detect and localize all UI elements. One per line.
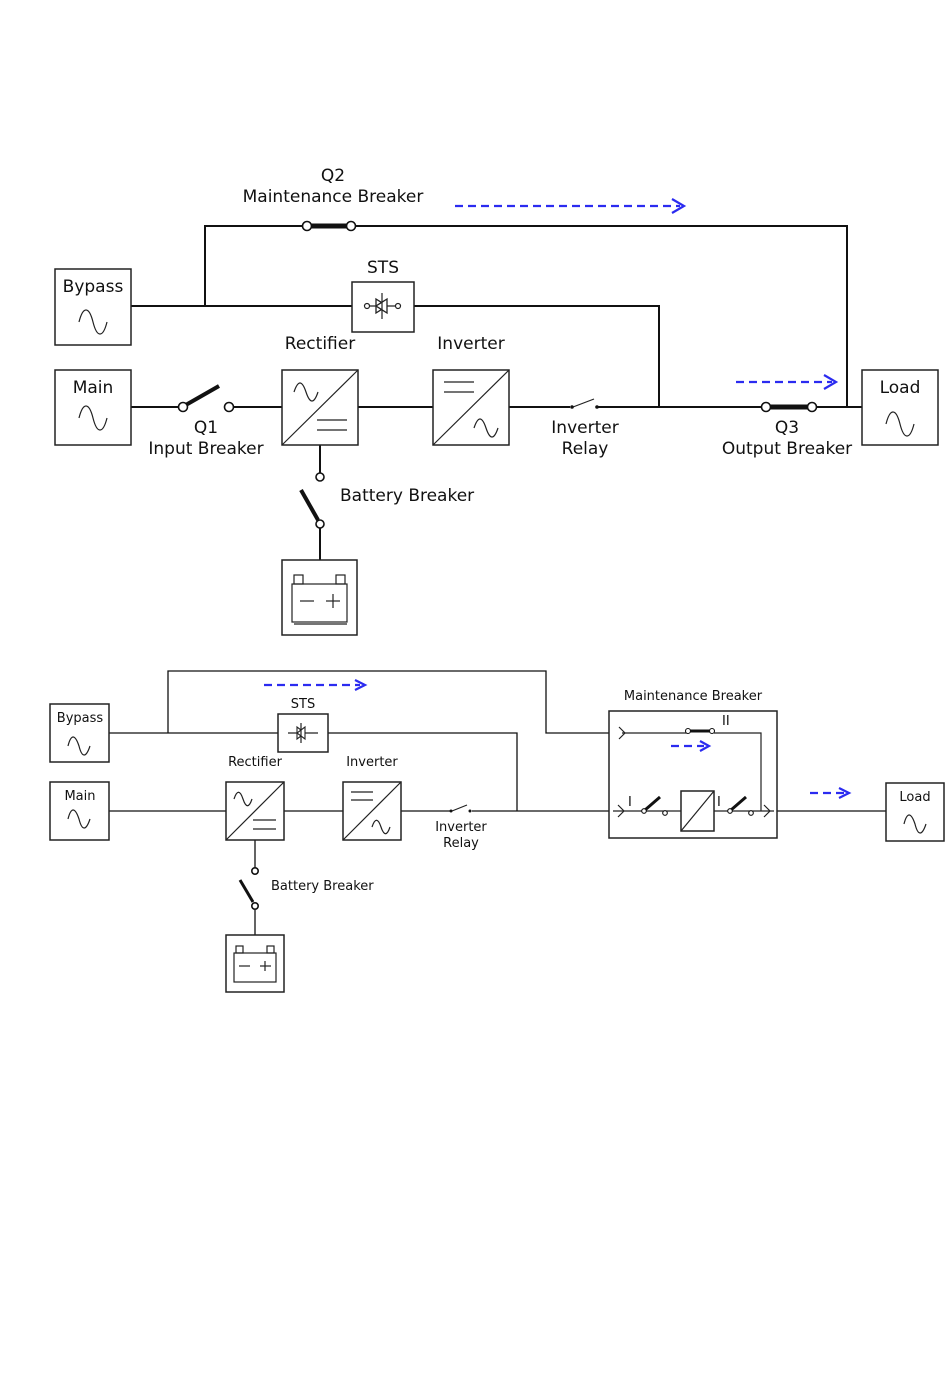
maintenance-breaker-cabinet xyxy=(609,711,777,838)
bypass-label: Bypass xyxy=(63,277,124,297)
flow-arrow-icon xyxy=(455,199,684,213)
sts-switch xyxy=(278,714,328,752)
maintenance-breaker-label: Maintenance Breaker xyxy=(624,689,763,704)
output-breaker-label: Output Breaker xyxy=(722,439,852,459)
battery-breaker xyxy=(240,868,258,909)
maintenance-breaker-label: Maintenance Breaker xyxy=(243,187,424,207)
flow-arrow-icon xyxy=(736,375,836,389)
q3-label: Q3 xyxy=(775,418,799,438)
battery-breaker-label: Battery Breaker xyxy=(340,486,474,506)
diagram-2: Bypass STS Main Rectifier xyxy=(50,671,944,992)
q2-label: Q2 xyxy=(321,166,345,186)
q2-maintenance-breaker xyxy=(303,222,356,231)
main-label: Main xyxy=(64,789,95,804)
bypass-label: Bypass xyxy=(57,711,104,726)
load-label: Load xyxy=(880,378,921,398)
battery xyxy=(226,935,284,992)
flow-arrow-icon xyxy=(264,680,365,690)
sts-label: STS xyxy=(291,697,315,712)
inverter-relay xyxy=(570,399,599,409)
sts-label: STS xyxy=(367,258,399,278)
rectifier xyxy=(226,782,284,840)
inverter-label: Inverter xyxy=(437,334,504,354)
mb-switch-I-right-label: I xyxy=(717,795,721,810)
main-label: Main xyxy=(73,378,114,398)
inverter-relay-label-2: Relay xyxy=(443,836,479,851)
inverter xyxy=(433,370,509,445)
battery-breaker-label: Battery Breaker xyxy=(271,879,374,894)
q1-label: Q1 xyxy=(194,418,218,438)
q1-input-breaker xyxy=(179,386,234,412)
battery-breaker xyxy=(301,473,324,528)
inverter-label: Inverter xyxy=(346,755,398,770)
inverter-relay-label-1: Inverter xyxy=(551,418,618,438)
mb-switch-I-left-label: I xyxy=(628,795,632,810)
flow-arrow-icon xyxy=(810,788,849,798)
rectifier xyxy=(282,370,358,445)
sts-switch xyxy=(352,282,414,332)
inverter-relay xyxy=(450,805,472,813)
input-breaker-label: Input Breaker xyxy=(148,439,263,459)
rectifier-label: Rectifier xyxy=(228,755,282,770)
rectifier-label: Rectifier xyxy=(285,334,355,354)
battery xyxy=(282,560,357,635)
q3-output-breaker xyxy=(762,403,817,412)
inverter-relay-label-2: Relay xyxy=(562,439,609,459)
inverter-relay-label-1: Inverter xyxy=(435,820,487,835)
mb-switch-II-label: II xyxy=(722,714,730,729)
inverter xyxy=(343,782,401,840)
load-label: Load xyxy=(899,790,930,805)
diagram-1: Q2 Maintenance Breaker Bypass STS xyxy=(55,166,938,635)
